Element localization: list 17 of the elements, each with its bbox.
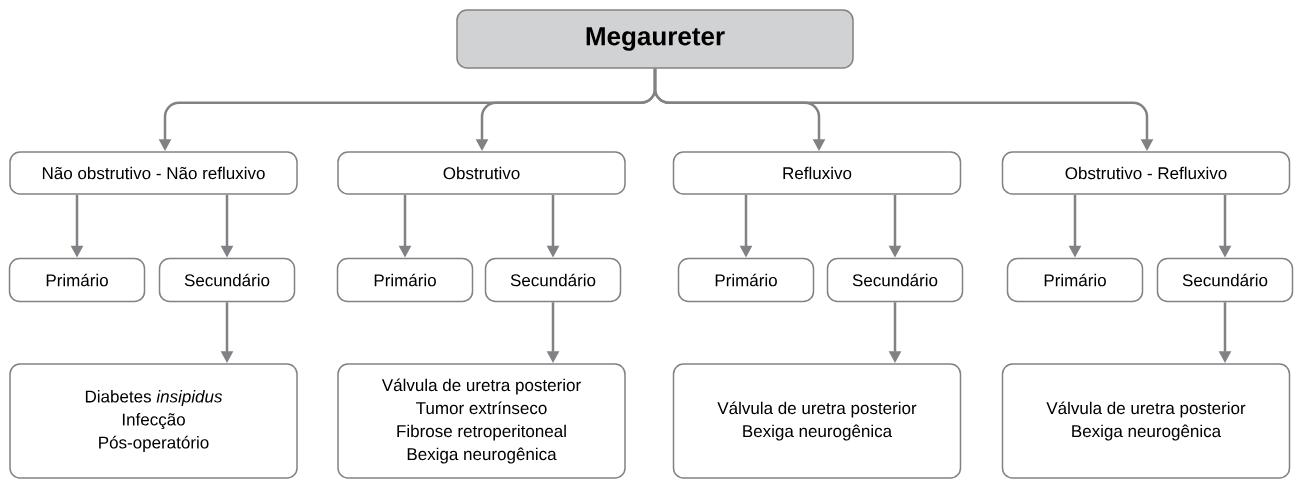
title-box: Megaureter <box>456 9 854 69</box>
category-box: Obstrutivo - Refluxivo <box>1001 151 1291 195</box>
category-box: Não obstrutivo - Não refluxivo <box>9 151 298 195</box>
category-box: Refluxivo <box>672 151 962 195</box>
cause-box: Válvula de uretra posterior Tumor extrínseco Fibrose retroperitoneal Bexiga neurogênica <box>337 363 626 479</box>
cause-box: Válvula de uretra posterior Bexiga neurogênica <box>1001 363 1291 479</box>
cause-box: Válvula de uretra posterior Bexiga neurogênica <box>672 363 962 479</box>
type-box: Primário <box>1006 257 1144 303</box>
type-box: Primário <box>677 257 815 303</box>
type-box: Primário <box>8 257 146 303</box>
cause-box: Diabetes insipidus Infecção Pós-operatório <box>9 363 298 479</box>
type-box: Secundário <box>158 257 296 303</box>
type-box: Secundário <box>484 257 622 303</box>
type-box: Primário <box>336 257 474 303</box>
category-box: Obstrutivo <box>337 151 626 195</box>
type-box: Secundário <box>826 257 964 303</box>
type-box: Secundário <box>1156 257 1294 303</box>
